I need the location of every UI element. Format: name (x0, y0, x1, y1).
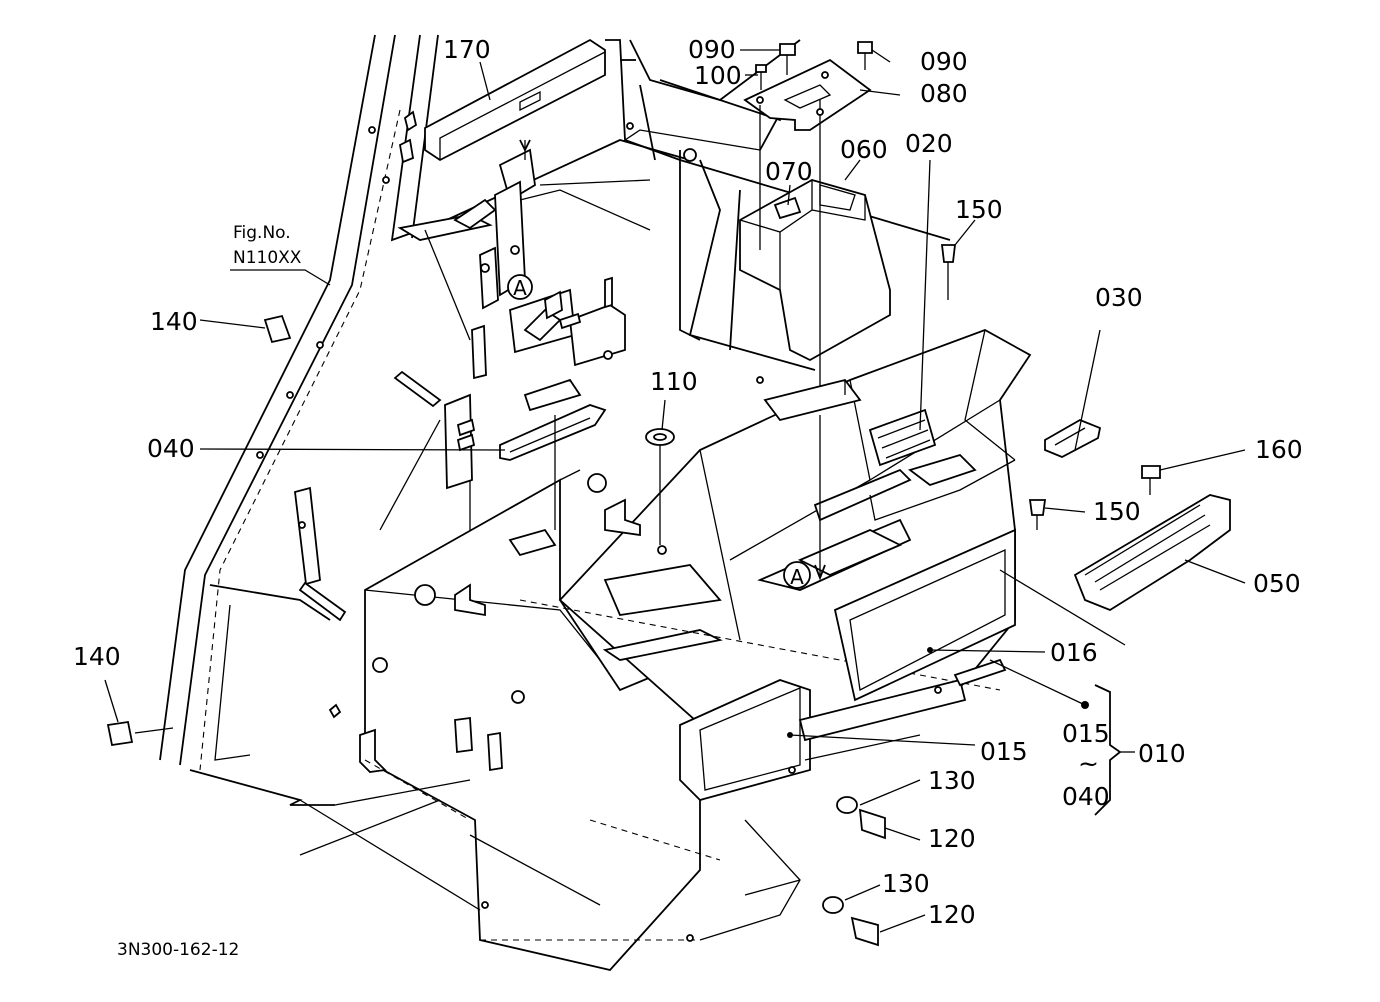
fig-no-value: N110XX (233, 248, 302, 268)
fig-no-title: Fig.No. (233, 223, 291, 243)
part-016-015-panels (679, 459, 1016, 802)
callout-030: 030 (1095, 283, 1143, 312)
part-170-rail (424, 38, 606, 162)
reference-mark-a-lower: A (790, 565, 804, 589)
callout-090-right: 090 (920, 47, 968, 76)
lever-bracket-assembly: A (393, 139, 651, 408)
part-030-grommet (1044, 329, 1102, 458)
cab-frame (159, 34, 439, 806)
callout-130-lower: 130 (882, 869, 930, 898)
callout-labels: 170 090 090 100 080 060 020 070 150 140 … (73, 35, 1303, 960)
callout-015: 015 (980, 737, 1028, 766)
part-050-step (999, 494, 1231, 646)
assembly-code: 010 (1138, 739, 1186, 768)
callout-020: 020 (905, 129, 953, 158)
callout-100: 100 (694, 61, 742, 90)
callout-040: 040 (147, 434, 195, 463)
assembly-range-to: 040 (1062, 782, 1110, 811)
callout-016: 016 (1050, 638, 1098, 667)
part-040-grommet (499, 378, 607, 530)
callout-160: 160 (1255, 435, 1303, 464)
callout-050: 050 (1253, 569, 1301, 598)
callout-140-upper: 140 (150, 307, 198, 336)
callout-120-lower: 120 (928, 900, 976, 929)
part-080-plate (743, 58, 872, 410)
drawing-code: 3N300-162-12 (117, 940, 239, 960)
assembly-range-tilde: ~ (1078, 749, 1099, 778)
reference-mark-a-upper: A (513, 276, 527, 300)
callout-130-upper: 130 (928, 766, 976, 795)
assembly-range-from: 015 (1062, 719, 1110, 748)
callout-150-lower: 150 (1093, 497, 1141, 526)
callout-060: 060 (840, 135, 888, 164)
callout-070: 070 (765, 157, 813, 186)
bolts-090-100 (755, 41, 873, 90)
callout-150-upper: 150 (955, 195, 1003, 224)
reference-mark-a-lower-group: A (783, 415, 826, 589)
callout-110: 110 (650, 367, 698, 396)
callout-140-lower: 140 (73, 642, 121, 671)
callout-080: 080 (920, 79, 968, 108)
part-060-cover (739, 179, 891, 362)
fasteners (106, 244, 1161, 947)
callout-170: 170 (443, 35, 491, 64)
part-110-grommet (645, 428, 675, 555)
side-brackets (294, 393, 476, 622)
callout-090-left: 090 (688, 35, 736, 64)
callout-120-upper: 120 (928, 824, 976, 853)
